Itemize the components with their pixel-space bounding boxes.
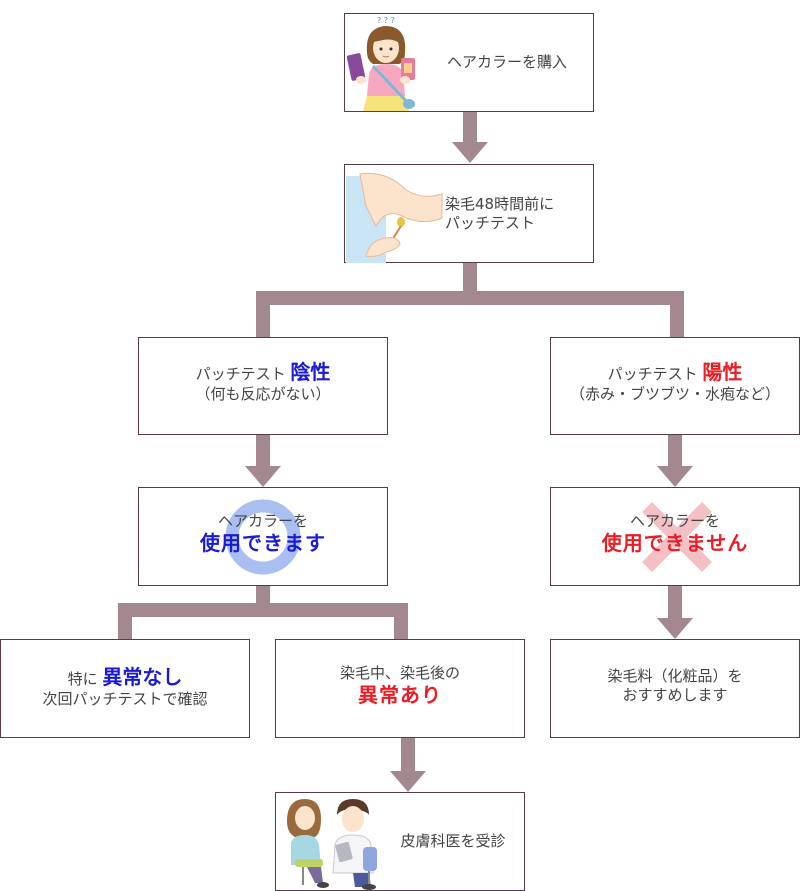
issue-emphasis: 異常あり <box>358 682 442 707</box>
positive-detail: （赤み・ブツブツ・水疱など） <box>569 385 780 403</box>
connector-cannotuse-recommend <box>668 586 682 618</box>
no-issue-prefix: 特に <box>67 670 103 688</box>
node-purchase: ? ? ? ヘアカラーを購入 <box>344 13 594 112</box>
cannot-use-emphasis: 使用できません <box>601 530 749 555</box>
no-issue-label: 特に 異常なし 次回パッチテストで確認 <box>1 665 249 709</box>
no-issue-title: 特に 異常なし <box>1 665 249 690</box>
recommend-line1: 染毛料（化粧品）を <box>607 667 743 685</box>
svg-text:? ? ?: ? ? ? <box>377 16 395 25</box>
node-dermatologist: 皮膚科医を受診 <box>275 792 525 891</box>
woman-shopping-illustration: ? ? ? <box>347 16 415 111</box>
arrow-to-can-use <box>245 466 281 487</box>
patch-test-label: 染毛48時間前に パッチテスト <box>445 195 590 233</box>
negative-label: パッチテスト 陰性 （何も反応がない） <box>139 360 387 404</box>
connector-issue-derm <box>401 738 415 771</box>
connector-branch-bar <box>256 291 684 305</box>
purchase-label: ヘアカラーを購入 <box>446 53 567 71</box>
connector-positive-cannotuse <box>668 435 682 466</box>
positive-prefix: パッチテスト <box>607 365 703 383</box>
positive-title: パッチテスト 陽性 <box>551 360 799 385</box>
connector-patch-stem <box>463 263 477 291</box>
node-recommend: 染毛料（化粧品）を おすすめします <box>550 639 800 738</box>
recommend-line2: おすすめします <box>622 685 728 704</box>
arrow-to-dermatologist <box>390 771 426 792</box>
recommend-label: 染毛料（化粧品）を おすすめします <box>551 667 799 705</box>
node-patch-test: 染毛48時間前に パッチテスト <box>344 164 594 263</box>
negative-detail: （何も反応がない） <box>195 385 331 403</box>
circle-ok-icon <box>225 499 301 575</box>
connector-branch-left <box>256 291 270 337</box>
arrow-to-cannot-use <box>657 466 693 487</box>
negative-prefix: パッチテスト <box>195 365 291 383</box>
dermatologist-label: 皮膚科医を受診 <box>400 832 506 850</box>
node-can-use: ヘアカラーを 使用できます <box>138 487 388 586</box>
node-patch-positive: パッチテスト 陽性 （赤み・ブツブツ・水疱など） <box>550 337 800 435</box>
connector-split-left <box>118 603 132 639</box>
connector-negative-canuse <box>256 435 270 466</box>
doctor-patient-illustration <box>287 799 377 890</box>
cross-ng-icon <box>642 502 712 572</box>
connector-branch-right <box>670 291 684 337</box>
can-use-label: ヘアカラーを 使用できます <box>139 512 387 556</box>
positive-label: パッチテスト 陽性 （赤み・ブツブツ・水疱など） <box>551 360 799 404</box>
arm-patch-test-illustration <box>346 172 443 263</box>
connector-split-right <box>394 603 408 639</box>
node-issue: 染毛中、染毛後の 異常あり <box>275 639 525 738</box>
can-use-emphasis: 使用できます <box>200 530 326 555</box>
issue-label: 染毛中、染毛後の 異常あり <box>276 664 524 708</box>
node-patch-negative: パッチテスト 陰性 （何も反応がない） <box>138 337 388 435</box>
connector-canuse-stem <box>256 586 270 603</box>
negative-title: パッチテスト 陰性 <box>139 360 387 385</box>
arrow-to-recommend <box>657 618 693 639</box>
can-use-line1: ヘアカラーを <box>217 512 308 530</box>
negative-emphasis: 陰性 <box>290 360 331 384</box>
node-no-issue: 特に 異常なし 次回パッチテストで確認 <box>0 639 250 738</box>
patch-test-line2: パッチテスト <box>445 213 536 232</box>
arrow-to-patch-test <box>452 142 488 163</box>
no-issue-line2: 次回パッチテストで確認 <box>42 690 208 708</box>
patch-test-line1: 染毛48時間前に <box>445 195 555 213</box>
positive-emphasis: 陽性 <box>702 360 743 384</box>
issue-line1: 染毛中、染毛後の <box>339 664 460 682</box>
cannot-use-label: ヘアカラーを 使用できません <box>551 512 799 556</box>
connector-split-bar <box>118 603 408 617</box>
cannot-use-line1: ヘアカラーを <box>629 512 720 530</box>
node-cannot-use: ヘアカラーを 使用できません <box>550 487 800 586</box>
no-issue-emphasis: 異常なし <box>102 665 183 689</box>
connector-purchase-patch <box>463 112 477 142</box>
